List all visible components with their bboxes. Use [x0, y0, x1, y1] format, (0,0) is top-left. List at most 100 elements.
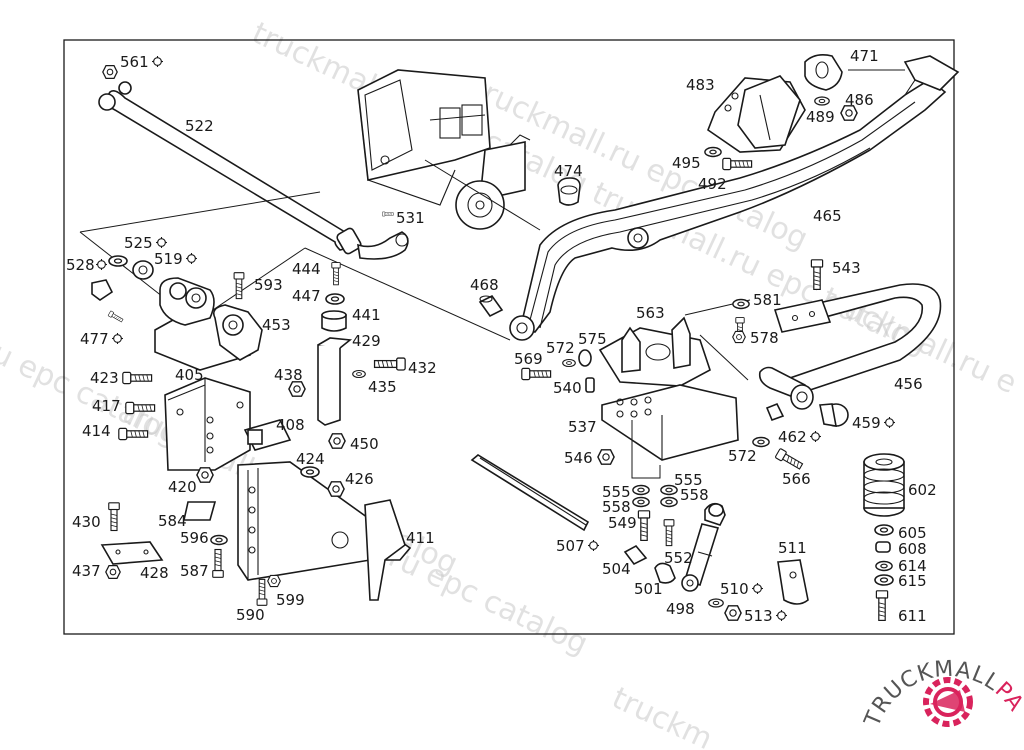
stabilizer-bar-522: [98, 64, 409, 260]
plate-511: [777, 559, 809, 605]
label-423: 423: [90, 369, 119, 387]
label-471: 471: [850, 47, 879, 65]
label-569: 569: [514, 350, 543, 368]
label-450: 450: [350, 435, 379, 453]
watermark-text: truckm: [607, 681, 718, 750]
label-411: 411: [406, 529, 435, 547]
label-447: 447: [292, 287, 321, 305]
label-468: 468: [470, 276, 499, 294]
label-599: 599: [276, 591, 305, 609]
label-546: 546: [564, 449, 593, 467]
label-575: 575: [578, 330, 607, 348]
bracket-563: [598, 299, 751, 479]
label-474: 474: [554, 162, 583, 180]
label-566: 566: [782, 470, 811, 488]
label-584: 584: [158, 512, 187, 530]
frame-rail-411: [237, 461, 412, 606]
label-492: 492: [698, 175, 727, 193]
label-438: 438: [274, 366, 303, 384]
label-429: 429: [352, 332, 381, 350]
label-435: 435: [368, 378, 397, 396]
label-486: 486: [845, 91, 874, 109]
bracket-483: [704, 54, 858, 171]
label-456: 456: [894, 375, 923, 393]
label-483: 483: [686, 76, 715, 94]
label-563: 563: [636, 304, 665, 322]
label-441: 441: [352, 306, 381, 324]
leaf-spring-456: [732, 259, 942, 427]
label-511: 511: [778, 539, 807, 557]
label-555: 555: [674, 471, 703, 489]
label-495: 495: [672, 154, 701, 172]
label-414: 414: [82, 422, 111, 440]
label-561: 561: [120, 53, 149, 71]
label-507: 507: [556, 537, 585, 555]
bracket-429: [288, 337, 406, 449]
small-parts-right-middle: [521, 349, 805, 547]
label-558: 558: [602, 498, 631, 516]
bushings-lower-middle: [623, 544, 742, 621]
leaf-spring-465: [509, 55, 960, 341]
label-504: 504: [602, 560, 631, 578]
plates-left-lower: [100, 501, 228, 580]
diagram-frame: [63, 39, 955, 635]
label-590: 590: [236, 606, 265, 624]
label-572: 572: [546, 339, 575, 357]
label-578: 578: [750, 329, 779, 347]
part-labels: 561 522 531 525 528 519 593 444 447 441 …: [66, 47, 937, 625]
label-605: 605: [898, 524, 927, 542]
label-549: 549: [608, 514, 637, 532]
label-426: 426: [345, 470, 374, 488]
label-587: 587: [180, 562, 209, 580]
label-408: 408: [276, 416, 305, 434]
label-611: 611: [898, 607, 927, 625]
shock-absorber: [681, 502, 726, 592]
label-459: 459: [852, 414, 881, 432]
label-528: 528: [66, 256, 95, 274]
label-525: 525: [124, 234, 153, 252]
label-519: 519: [154, 250, 183, 268]
label-537: 537: [568, 418, 597, 436]
label-501: 501: [634, 580, 663, 598]
label-417: 417: [92, 397, 121, 415]
label-405: 405: [175, 366, 204, 384]
bracket-405: [118, 371, 292, 483]
bracket-453: [154, 277, 263, 371]
rubber-474: [557, 177, 581, 206]
rubber-stack-602: [863, 453, 905, 622]
label-540: 540: [553, 379, 582, 397]
label-465: 465: [813, 207, 842, 225]
label-477: 477: [80, 330, 109, 348]
label-543: 543: [832, 259, 861, 277]
label-602: 602: [908, 481, 937, 499]
label-424: 424: [296, 450, 325, 468]
label-437: 437: [72, 562, 101, 580]
label-531: 531: [396, 209, 425, 227]
small-parts-left-upper: [91, 255, 347, 332]
label-596: 596: [180, 529, 209, 547]
label-593: 593: [254, 276, 283, 294]
label-615: 615: [898, 572, 927, 590]
label-572: 572: [728, 447, 757, 465]
label-552: 552: [664, 549, 693, 567]
label-614: 614: [898, 557, 927, 575]
label-428: 428: [140, 564, 169, 582]
label-444: 444: [292, 260, 321, 278]
sleeve-468: [478, 294, 504, 318]
label-510: 510: [720, 580, 749, 598]
gear-icon: [923, 677, 973, 727]
label-555: 555: [602, 483, 631, 501]
label-498: 498: [666, 600, 695, 618]
label-581: 581: [753, 291, 782, 309]
circle-hash-marker-icon: [152, 56, 163, 67]
long-pin: [470, 454, 590, 532]
label-430: 430: [72, 513, 101, 531]
label-462: 462: [778, 428, 807, 446]
label-453: 453: [262, 316, 291, 334]
label-522: 522: [185, 117, 214, 135]
label-432: 432: [408, 359, 437, 377]
label-489: 489: [806, 108, 835, 126]
label-608: 608: [898, 540, 927, 558]
label-513: 513: [744, 607, 773, 625]
